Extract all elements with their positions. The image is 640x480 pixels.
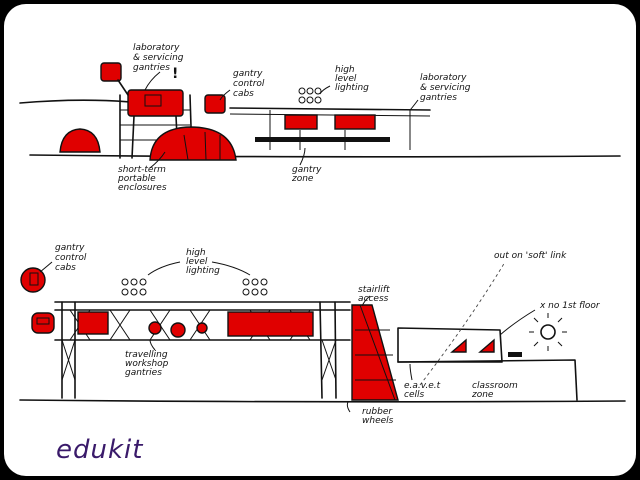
bottom-lighting-left	[121, 278, 147, 296]
label-no-first-floor: x no 1st floor	[539, 301, 601, 311]
label-line: high	[335, 65, 355, 75]
label-line: cells	[404, 390, 424, 400]
edukit-logo: edukit	[56, 435, 143, 465]
gantry-red-wheel-3	[196, 322, 208, 334]
top-gantry-beam-lower	[229, 113, 431, 117]
label-line: laboratory	[133, 43, 180, 53]
bottom-lighting-right	[242, 278, 268, 296]
classroom-red-tri-2	[478, 338, 495, 353]
label-line: portable	[117, 174, 156, 184]
bottom-label-lighting: high level lighting	[186, 248, 220, 276]
label-line: laboratory	[420, 73, 467, 83]
label-line: e.a.v.e.t	[404, 381, 441, 391]
label-line: & servicing	[133, 53, 184, 63]
label-line: access	[358, 294, 389, 304]
sketch-card: ! laboratory & servicing gantries gantry…	[4, 4, 636, 476]
top-label-enclosures: short-term portable enclosures	[117, 165, 167, 193]
label-line: workshop	[125, 359, 169, 369]
classroom-lower	[397, 359, 578, 401]
label-line: gantries	[420, 93, 457, 103]
gantry-red-wheel-1	[148, 321, 162, 335]
top-label-lab-right: laboratory & servicing gantries	[420, 73, 471, 103]
label-line: gantry	[233, 69, 263, 79]
top-label-zone: gantry zone	[291, 165, 322, 184]
label-line: control	[233, 79, 265, 89]
label-line: high	[186, 248, 206, 258]
label-line: level	[335, 74, 357, 84]
label-line: travelling	[125, 350, 168, 360]
label-line: short-term	[118, 165, 166, 175]
bottom-label-wheels: rubber wheels	[362, 407, 394, 426]
top-ground-left	[19, 99, 131, 104]
gantry-red-panel-1	[77, 311, 109, 335]
label-soft-link: out on 'soft' link	[494, 251, 567, 261]
bottom-label-workshop: travelling workshop gantries	[125, 350, 169, 378]
portable-enclosure-small	[59, 128, 101, 153]
label-line: control	[55, 253, 87, 263]
top-sketch: ! laboratory & servicing gantries gantry…	[19, 43, 621, 193]
label-line: lighting	[186, 266, 220, 276]
workshop-gantry-truss	[54, 301, 351, 399]
top-label-lab-left: laboratory & servicing gantries	[133, 43, 184, 73]
label-line: gantries	[125, 368, 162, 378]
gantry-red-panel-2	[227, 311, 314, 337]
label-line: cabs	[233, 89, 254, 99]
bottom-ground-line	[19, 399, 626, 403]
top-gantry-beam	[229, 107, 431, 111]
label-line: zone	[471, 390, 494, 400]
label-line: zone	[291, 174, 314, 184]
top-lighting-dots	[298, 87, 322, 104]
gantry-car-1	[284, 114, 318, 130]
portable-enclosure-large	[149, 126, 237, 161]
label-line: enclosures	[118, 183, 167, 193]
label-line: level	[186, 257, 208, 267]
gantry-car-2	[334, 114, 376, 130]
label-line: gantries	[133, 63, 170, 73]
bottom-label-cells: e.a.v.e.t cells	[404, 381, 441, 400]
svg-text:!: !	[172, 66, 178, 82]
label-line: & servicing	[420, 83, 471, 93]
gantry-cab-circle	[20, 267, 46, 293]
top-label-cabs: gantry control cabs	[233, 69, 265, 99]
label-line: gantry	[292, 165, 322, 175]
gantry-red-wheel-2	[170, 322, 186, 338]
stairlift-red	[351, 304, 399, 401]
bottom-label-cabs: gantry control cabs	[55, 243, 87, 273]
lab-cab-red	[127, 89, 184, 117]
label-line: rubber	[362, 407, 393, 417]
top-ground-line	[29, 154, 621, 158]
label-line: classroom	[472, 381, 518, 391]
label-line: wheels	[362, 416, 394, 426]
classroom-upper	[397, 327, 503, 363]
label-line: lighting	[335, 83, 369, 93]
bottom-label-classroom: classroom zone	[471, 381, 518, 400]
bottom-sketch: gantry control cabs high level lighting …	[19, 243, 626, 426]
concept-sketch: ! laboratory & servicing gantries gantry…	[19, 43, 626, 465]
top-label-lighting: high level lighting	[335, 65, 369, 93]
cab-top-red	[100, 62, 122, 82]
label-line: stairlift	[358, 285, 390, 295]
label-line: gantry	[55, 243, 85, 253]
bottom-label-stairlift: stairlift access	[358, 285, 390, 304]
sun-icon	[529, 313, 567, 351]
gantry-cab-lower	[31, 312, 55, 334]
label-line: cabs	[55, 263, 76, 273]
servicing-gantry-left: !	[100, 62, 193, 159]
soft-link-dashed	[419, 261, 506, 386]
classroom-red-tri-1	[450, 338, 467, 353]
